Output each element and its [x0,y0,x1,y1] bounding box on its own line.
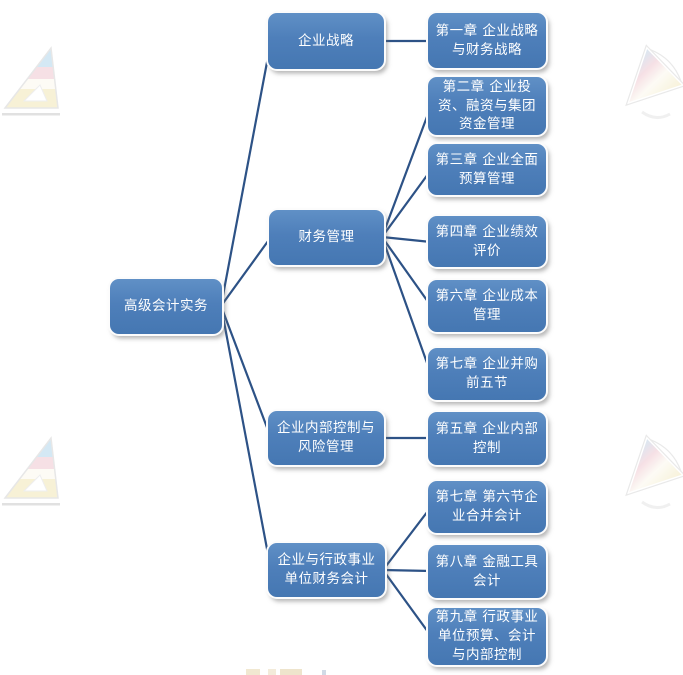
node-chapter-7-section-6: 第七章 第六节企业合并会计 [428,481,546,533]
node-label: 第一章 企业战略与财务战略 [435,22,539,58]
node-enterprise-public-sector-accounting: 企业与行政事业单位财务会计 [268,543,385,597]
node-label: 财务管理 [298,229,355,246]
node-chapter-6: 第六章 企业成本管理 [428,280,546,332]
node-label: 第七章 第六节企业合并会计 [435,489,539,524]
node-chapter-2: 第二章 企业投资、融资与集团资金管理 [428,77,546,135]
node-label: 第二章 企业投资、融资与集团资金管理 [438,78,536,133]
node-label: 第八章 金融工具会计 [435,553,539,589]
node-chapter-3: 第三章 企业全面预算管理 [428,144,546,195]
node-financial-management: 财务管理 [269,210,384,265]
node-chapter-4: 第四章 企业绩效评价 [428,216,546,267]
watermark-logo-mid-right [612,432,683,518]
watermark-logo-bottom-cropped [246,668,326,675]
node-label: 高级会计实务 [124,298,208,315]
node-root-advanced-accounting-practice: 高级会计实务 [110,279,222,334]
node-chapter-1: 第一章 企业战略与财务战略 [428,13,546,68]
node-label: 第七章 企业并购前五节 [435,356,539,391]
node-label: 第五章 企业内部控制 [435,420,539,456]
node-chapter-7-first-five-sections: 第七章 企业并购前五节 [428,348,546,400]
node-label: 企业战略 [298,32,354,49]
node-label: 企业内部控制与风险管理 [277,420,375,455]
node-label: 企业与行政事业单位财务会计 [277,552,376,587]
node-internal-control-risk-management: 企业内部控制与风险管理 [268,411,384,465]
node-label: 第四章 企业绩效评价 [435,223,539,259]
watermark-logo-mid-left [2,435,64,513]
watermark-logo-top-right [612,42,683,128]
node-corporate-strategy: 企业战略 [268,13,384,69]
watermark-logo-top-left [2,45,64,123]
node-chapter-8: 第八章 金融工具会计 [428,545,546,598]
node-label: 第九章 行政事业单位预算、会计与内部控制 [435,609,539,663]
node-chapter-5: 第五章 企业内部控制 [428,412,546,465]
node-chapter-9: 第九章 行政事业单位预算、会计与内部控制 [428,608,546,665]
node-label: 第六章 企业成本管理 [435,288,539,323]
node-label: 第三章 企业全面预算管理 [435,151,539,187]
